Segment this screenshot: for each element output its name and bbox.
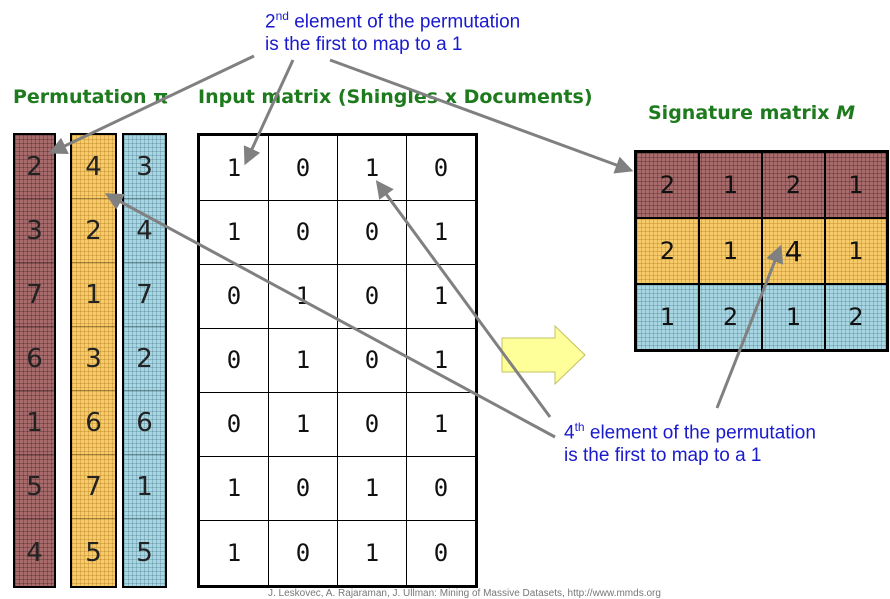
arrow-to-input-cell-2 bbox=[375, 180, 552, 418]
permutation-cell: 7 bbox=[15, 263, 54, 327]
signature-title-text: Signature matrix bbox=[648, 102, 830, 124]
signature-cell: 2 bbox=[848, 303, 864, 331]
permutation-cell: 5 bbox=[136, 537, 153, 568]
arrow-to-permutation-4 bbox=[104, 193, 556, 439]
permutation-cell: 5 bbox=[85, 537, 102, 568]
transform-arrow-icon bbox=[501, 324, 586, 386]
input-matrix-cell: 1 bbox=[433, 410, 449, 438]
input-matrix: 1 0 1 0 1 0 0 1 0 1 0 1 0 1 0 1 0 1 0 1 … bbox=[197, 133, 478, 588]
permutation-column-1: 2 3 7 6 1 5 4 bbox=[13, 133, 56, 588]
top-annotation-line1: 2nd element of the permutation bbox=[265, 5, 520, 33]
input-matrix-cell: 1 bbox=[269, 392, 338, 456]
top-annotation-ordinal: 2 bbox=[265, 11, 276, 33]
bottom-annotation-line1: 4th element of the permutation bbox=[564, 416, 816, 444]
input-matrix-cell: 1 bbox=[433, 282, 449, 310]
input-matrix-cell: 0 bbox=[338, 392, 407, 456]
permutation-cell: 3 bbox=[124, 135, 165, 199]
input-matrix-cell: 0 bbox=[200, 392, 269, 456]
signature-row: 2 1 4 1 bbox=[637, 219, 886, 285]
input-matrix-cell: 1 bbox=[338, 136, 407, 200]
input-matrix-row: 0 1 0 1 bbox=[200, 264, 475, 329]
input-matrix-cell: 1 bbox=[338, 520, 407, 585]
input-matrix-cell: 1 bbox=[433, 218, 449, 246]
input-matrix-cell: 1 bbox=[200, 200, 269, 264]
signature-cell: 2 bbox=[763, 153, 826, 217]
input-matrix-row: 1 0 1 0 bbox=[200, 520, 475, 585]
signature-matrix-title: Signature matrix M bbox=[648, 102, 855, 124]
input-matrix-cell: 0 bbox=[338, 264, 407, 328]
signature-cell: 1 bbox=[848, 171, 864, 199]
permutation-cell: 4 bbox=[72, 135, 115, 199]
permutation-cell: 5 bbox=[15, 455, 54, 519]
input-matrix-cell: 0 bbox=[200, 328, 269, 392]
input-matrix-cell: 1 bbox=[200, 520, 269, 585]
input-matrix-cell: 0 bbox=[269, 520, 338, 585]
permutation-cell: 6 bbox=[124, 391, 165, 455]
arrow-to-input-cell bbox=[243, 59, 295, 166]
input-matrix-cell: 0 bbox=[433, 538, 449, 567]
top-annotation-rest: element of the permutation bbox=[288, 11, 521, 33]
signature-cell: 1 bbox=[700, 219, 763, 283]
input-matrix-cell: 0 bbox=[433, 154, 449, 182]
bottom-annotation-rest: element of the permutation bbox=[584, 422, 816, 444]
input-matrix-row: 1 0 0 1 bbox=[200, 200, 475, 265]
top-annotation-line2: is the first to map to a 1 bbox=[265, 34, 463, 56]
permutation-cell: 3 bbox=[15, 199, 54, 263]
input-matrix-cell: 0 bbox=[269, 200, 338, 264]
permutation-cell: 2 bbox=[124, 327, 165, 391]
input-matrix-title: Input matrix (Shingles x Documents) bbox=[198, 86, 593, 108]
permutation-cell: 1 bbox=[124, 455, 165, 519]
input-matrix-cell: 0 bbox=[200, 264, 269, 328]
signature-cell: 2 bbox=[700, 285, 763, 349]
arrow-to-signature-4 bbox=[715, 244, 784, 409]
input-matrix-cell: 1 bbox=[433, 346, 449, 374]
signature-title-symbol: M bbox=[836, 102, 856, 124]
signature-cell: 1 bbox=[848, 237, 864, 265]
permutation-column-2: 4 2 1 3 6 7 5 bbox=[70, 133, 117, 588]
signature-row: 1 2 1 2 bbox=[637, 285, 886, 349]
permutation-cell: 6 bbox=[72, 391, 115, 455]
permutation-cell: 4 bbox=[124, 199, 165, 263]
bottom-annotation-line2: is the first to map to a 1 bbox=[564, 445, 762, 467]
permutation-cell: 7 bbox=[72, 455, 115, 519]
footer-citation: J. Leskovec, A. Rajaraman, J. Ullman: Mi… bbox=[268, 588, 661, 599]
signature-cell: 1 bbox=[763, 285, 826, 349]
input-matrix-cell: 1 bbox=[200, 136, 269, 200]
signature-row: 2 1 2 1 bbox=[637, 153, 886, 219]
permutation-cell: 6 bbox=[15, 327, 54, 391]
input-matrix-cell: 0 bbox=[269, 456, 338, 520]
signature-cell: 1 bbox=[700, 153, 763, 217]
input-matrix-cell: 0 bbox=[433, 474, 449, 502]
bottom-annotation-suffix: th bbox=[574, 420, 585, 434]
permutation-cell: 7 bbox=[124, 263, 165, 327]
input-matrix-cell: 1 bbox=[338, 456, 407, 520]
signature-cell: 4 bbox=[763, 219, 826, 283]
permutation-title: Permutation π bbox=[13, 86, 169, 108]
input-matrix-cell: 0 bbox=[338, 200, 407, 264]
permutation-cell: 1 bbox=[15, 391, 54, 455]
input-matrix-cell: 1 bbox=[200, 456, 269, 520]
signature-cell: 2 bbox=[637, 153, 700, 217]
signature-matrix: 2 1 2 1 2 1 4 1 1 2 1 2 bbox=[634, 150, 889, 352]
permutation-cell: 4 bbox=[26, 537, 43, 568]
permutation-column-3: 3 4 7 2 6 1 5 bbox=[122, 133, 167, 588]
bottom-annotation-ordinal: 4 bbox=[564, 422, 575, 444]
permutation-cell: 2 bbox=[72, 199, 115, 263]
bottom-annotation: 4th element of the permutation is the fi… bbox=[564, 416, 816, 467]
input-matrix-cell: 0 bbox=[338, 328, 407, 392]
permutation-cell: 2 bbox=[15, 135, 54, 199]
permutation-cell: 1 bbox=[72, 263, 115, 327]
permutation-cell: 3 bbox=[72, 327, 115, 391]
top-annotation-suffix: nd bbox=[275, 9, 289, 23]
top-annotation: 2nd element of the permutation is the fi… bbox=[265, 5, 520, 56]
signature-cell: 2 bbox=[637, 219, 700, 283]
arrow-to-signature-cell bbox=[329, 58, 634, 174]
input-matrix-row: 0 1 0 1 bbox=[200, 392, 475, 457]
input-matrix-cell: 0 bbox=[269, 136, 338, 200]
arrow-to-permutation-2 bbox=[48, 54, 255, 154]
input-matrix-cell: 1 bbox=[269, 328, 338, 392]
signature-cell: 1 bbox=[637, 285, 700, 349]
